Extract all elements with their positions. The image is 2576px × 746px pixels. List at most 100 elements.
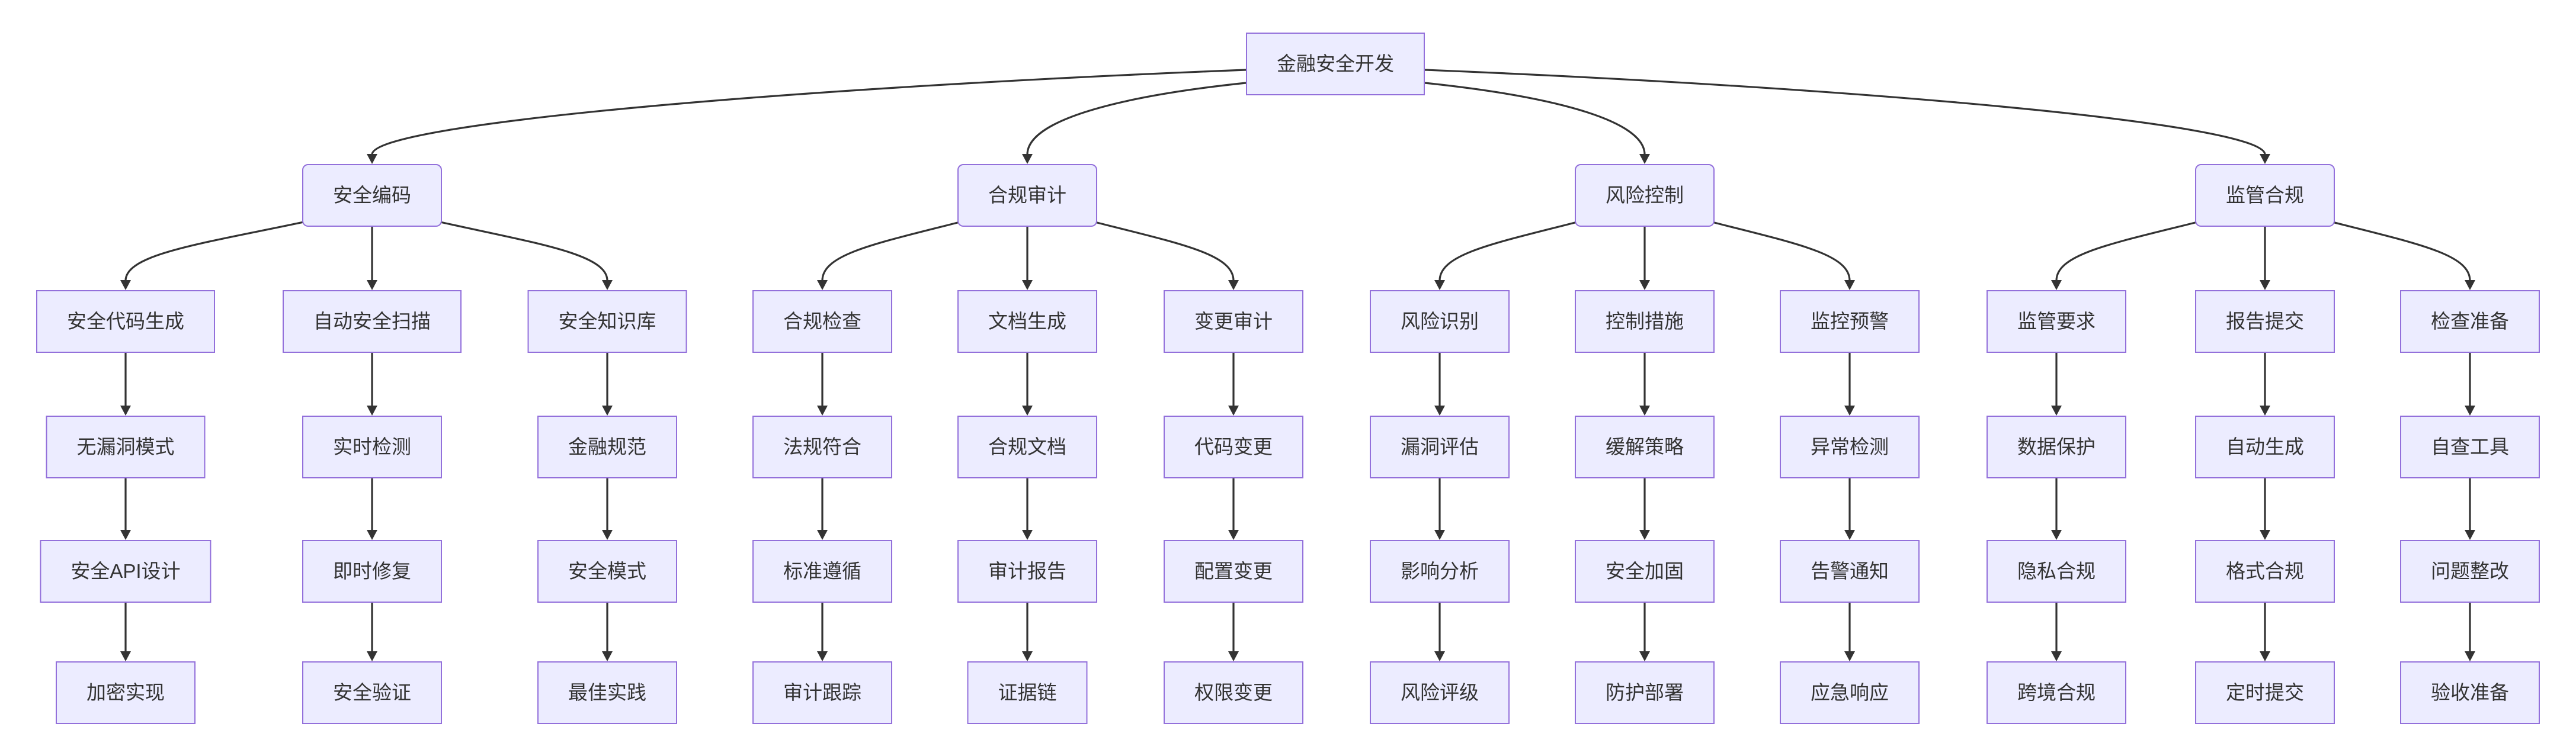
arrowhead-icon [1228, 651, 1239, 661]
diagram-node: 应急响应 [1780, 661, 1920, 724]
edge-connector [1026, 82, 1247, 155]
diagram-node: 金融规范 [537, 416, 677, 478]
arrowhead-icon [2465, 280, 2475, 290]
diagram-node: 自动安全扫描 [283, 290, 462, 353]
diagram-node: 监管要求 [1987, 290, 2126, 353]
diagram-node: 定时提交 [2195, 661, 2335, 724]
arrowhead-icon [602, 280, 613, 290]
arrowhead-icon [817, 530, 828, 540]
edge-connector [1090, 220, 1235, 281]
arrowhead-icon [1639, 154, 1650, 164]
diagram-node: 实时检测 [302, 416, 442, 478]
diagram-node: 合规检查 [752, 290, 892, 353]
diagram-node: 数据保护 [1987, 416, 2126, 478]
arrowhead-icon [1022, 530, 1033, 540]
arrowhead-icon [1434, 280, 1445, 290]
diagram-node: 安全知识库 [527, 290, 687, 353]
edge-connector [1707, 220, 1851, 281]
branch-node: 安全编码 [302, 164, 442, 227]
diagram-node: 风险评级 [1370, 661, 1510, 724]
diagram-node: 权限变更 [1164, 661, 1303, 724]
edge-connector [2327, 220, 2471, 281]
arrowhead-icon [602, 406, 613, 416]
diagram-node: 代码变更 [1164, 416, 1303, 478]
arrowhead-icon [602, 530, 613, 540]
arrowhead-icon [1022, 154, 1033, 164]
arrowhead-icon [1639, 406, 1650, 416]
edge-connector [1424, 82, 1646, 155]
arrowhead-icon [120, 530, 131, 540]
diagram-node: 无漏洞模式 [46, 416, 206, 478]
diagram-node: 最佳实践 [537, 661, 677, 724]
arrowhead-icon [120, 406, 131, 416]
arrowhead-icon [1228, 530, 1239, 540]
arrowhead-icon [1022, 406, 1033, 416]
arrowhead-icon [2051, 651, 2062, 661]
diagram-node: 合规文档 [957, 416, 1097, 478]
diagram-node: 自查工具 [2400, 416, 2540, 478]
arrowhead-icon [817, 406, 828, 416]
arrowhead-icon [1639, 530, 1650, 540]
arrowhead-icon [367, 651, 377, 661]
diagram-node: 告警通知 [1780, 540, 1920, 603]
diagram-node: 标准遵循 [752, 540, 892, 603]
diagram-node: 安全代码生成 [36, 290, 215, 353]
arrowhead-icon [2051, 530, 2062, 540]
arrowhead-icon [1228, 280, 1239, 290]
arrowhead-icon [1022, 651, 1033, 661]
edge-connector [1424, 69, 2266, 155]
diagram-node: 证据链 [967, 661, 1088, 724]
diagram-node: 报告提交 [2195, 290, 2335, 353]
branch-node: 风险控制 [1575, 164, 1715, 227]
diagram-node: 控制措施 [1575, 290, 1715, 353]
diagram-node: 安全验证 [302, 661, 442, 724]
root-node: 金融安全开发 [1246, 33, 1425, 95]
arrowhead-icon [2465, 530, 2475, 540]
arrowhead-icon [2051, 280, 2062, 290]
arrowhead-icon [1639, 280, 1650, 290]
diagram-node: 漏洞评估 [1370, 416, 1510, 478]
diagram-node: 验收准备 [2400, 661, 2540, 724]
arrowhead-icon [2051, 406, 2062, 416]
arrowhead-icon [1844, 280, 1855, 290]
arrowhead-icon [1844, 530, 1855, 540]
arrowhead-icon [2260, 154, 2270, 164]
diagram-node: 审计报告 [957, 540, 1097, 603]
diagram-node: 法规符合 [752, 416, 892, 478]
arrowhead-icon [367, 406, 377, 416]
edge-connector [2055, 220, 2203, 281]
arrowhead-icon [1844, 406, 1855, 416]
arrowhead-icon [817, 280, 828, 290]
diagram-node: 防护部署 [1575, 661, 1715, 724]
edge-connector [821, 220, 965, 281]
edge-connector [1438, 220, 1582, 281]
arrowhead-icon [367, 280, 377, 290]
arrowhead-icon [2260, 280, 2270, 290]
arrowhead-icon [1434, 530, 1445, 540]
edge-connector [124, 220, 310, 281]
diagram-node: 变更审计 [1164, 290, 1303, 353]
edge-connector [371, 69, 1247, 155]
diagram-node: 安全模式 [537, 540, 677, 603]
diagram-node: 安全API设计 [40, 540, 212, 603]
diagram-node: 缓解策略 [1575, 416, 1715, 478]
arrowhead-icon [120, 280, 131, 290]
arrowhead-icon [2260, 530, 2270, 540]
arrowhead-icon [1639, 651, 1650, 661]
diagram-node: 异常检测 [1780, 416, 1920, 478]
arrowhead-icon [1434, 406, 1445, 416]
arrowhead-icon [602, 651, 613, 661]
arrowhead-icon [2260, 651, 2270, 661]
diagram-node: 影响分析 [1370, 540, 1510, 603]
arrowhead-icon [2465, 406, 2475, 416]
diagram-node: 即时修复 [302, 540, 442, 603]
arrowhead-icon [367, 530, 377, 540]
arrowhead-icon [1022, 280, 1033, 290]
diagram-node: 监控预警 [1780, 290, 1920, 353]
diagram-node: 隐私合规 [1987, 540, 2126, 603]
arrowhead-icon [1844, 651, 1855, 661]
arrowhead-icon [1228, 406, 1239, 416]
edge-connector [434, 220, 608, 281]
